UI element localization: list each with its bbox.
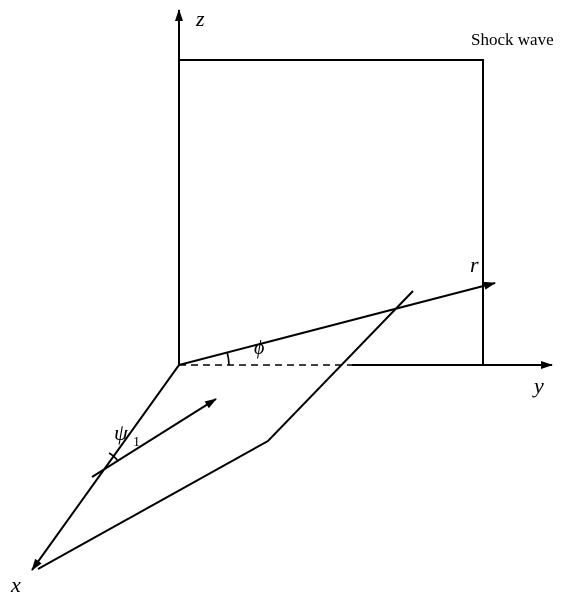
- z-axis-label: z: [195, 6, 205, 31]
- psi1-vector-line: [91, 398, 217, 478]
- phi-angle-label: ϕ: [254, 337, 264, 359]
- shock-wave-label: Shock wave: [471, 30, 554, 49]
- shock-wave-plane: [179, 59, 484, 365]
- r-vector-label: r: [470, 252, 479, 277]
- r-vector-line: [178, 281, 496, 366]
- x-axis-label: x: [10, 572, 21, 597]
- psi-angle-label: ψ: [114, 420, 128, 445]
- psi1-angle-arc: [108, 452, 119, 462]
- phi-angle-arc: [226, 351, 230, 366]
- inclined-plane: [37, 290, 414, 570]
- psi-subscript-label: 1: [133, 435, 140, 450]
- y-axis-label: y: [532, 373, 544, 398]
